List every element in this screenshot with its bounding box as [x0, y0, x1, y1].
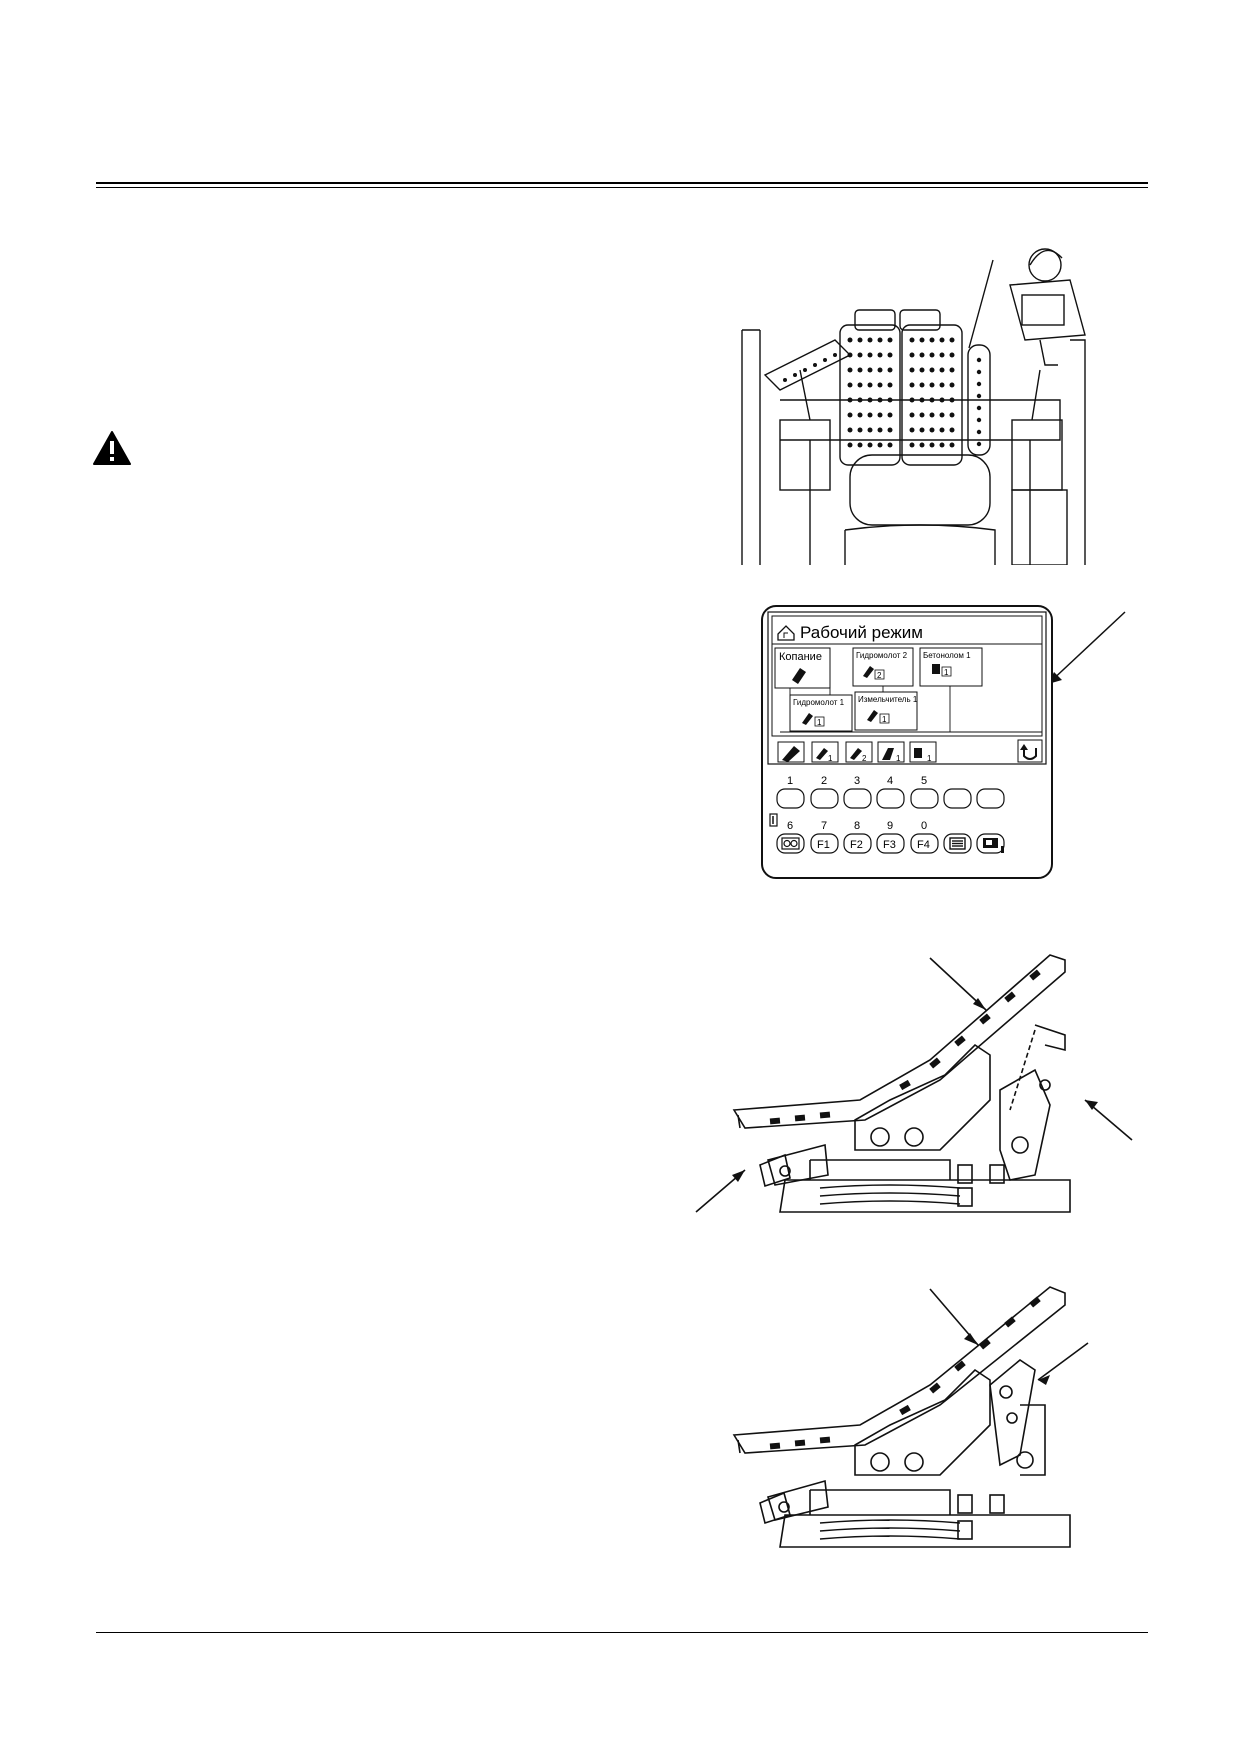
warning-triangle-icon	[93, 431, 131, 465]
svg-text:1: 1	[944, 668, 949, 677]
figure-cab-pedals	[740, 240, 1100, 565]
svg-text:F3: F3	[883, 839, 896, 851]
svg-text:F1: F1	[817, 839, 830, 851]
mode-hammer-1[interactable]: Гидромолот 1	[793, 698, 845, 707]
footer-rule	[96, 1632, 1148, 1633]
svg-text:1: 1	[896, 754, 901, 763]
callout-arrow	[1047, 611, 1126, 685]
svg-text:7: 7	[821, 820, 827, 832]
svg-text:1: 1	[787, 775, 793, 787]
svg-text:2: 2	[877, 671, 882, 680]
figure-monitor: Рабочий режим Копание Гидромолот 2 2 Бет…	[720, 602, 1140, 892]
camera-icon	[983, 838, 1004, 853]
svg-text:F4: F4	[917, 839, 930, 851]
svg-text:2: 2	[862, 754, 867, 763]
mode-crusher-1[interactable]: Измельчитель 1	[858, 695, 918, 704]
home-icon	[777, 625, 795, 641]
svg-text:2: 2	[821, 775, 827, 787]
key-1[interactable]	[776, 788, 805, 809]
svg-text:9: 9	[887, 820, 893, 832]
key-5[interactable]	[910, 788, 939, 809]
key-7-blank[interactable]	[976, 788, 1005, 809]
svg-text:1: 1	[828, 754, 833, 763]
f3-button[interactable]	[876, 833, 905, 854]
f4-button[interactable]	[910, 833, 939, 854]
key-2[interactable]	[810, 788, 839, 809]
mode-hammer-2[interactable]: Гидромолот 2	[856, 651, 908, 660]
svg-text:1: 1	[817, 718, 822, 727]
wiper-icon	[781, 837, 800, 850]
svg-text:0: 0	[921, 820, 927, 832]
svg-text:F2: F2	[850, 839, 863, 851]
svg-text:5: 5	[921, 775, 927, 787]
header-rule	[96, 182, 1148, 188]
mode-digging[interactable]: Копание	[779, 651, 822, 663]
f1-button[interactable]	[810, 833, 839, 854]
monitor-title: Рабочий режим	[800, 623, 923, 642]
svg-text:1: 1	[927, 754, 932, 763]
figure-pedal-side-a	[690, 950, 1150, 1220]
f2-button[interactable]	[843, 833, 872, 854]
key-3[interactable]	[843, 788, 872, 809]
return-arrow-icon[interactable]	[1020, 744, 1037, 760]
svg-text:4: 4	[887, 775, 893, 787]
figure-pedal-side-b	[720, 1285, 1130, 1565]
menu-list-icon	[949, 837, 966, 850]
mode-breaker-1[interactable]: Бетонолом 1	[923, 651, 971, 660]
svg-text:3: 3	[854, 775, 860, 787]
svg-text:6: 6	[787, 820, 793, 832]
svg-text:1: 1	[882, 715, 887, 724]
key-4[interactable]	[876, 788, 905, 809]
key-6-blank[interactable]	[943, 788, 972, 809]
svg-text:8: 8	[854, 820, 860, 832]
